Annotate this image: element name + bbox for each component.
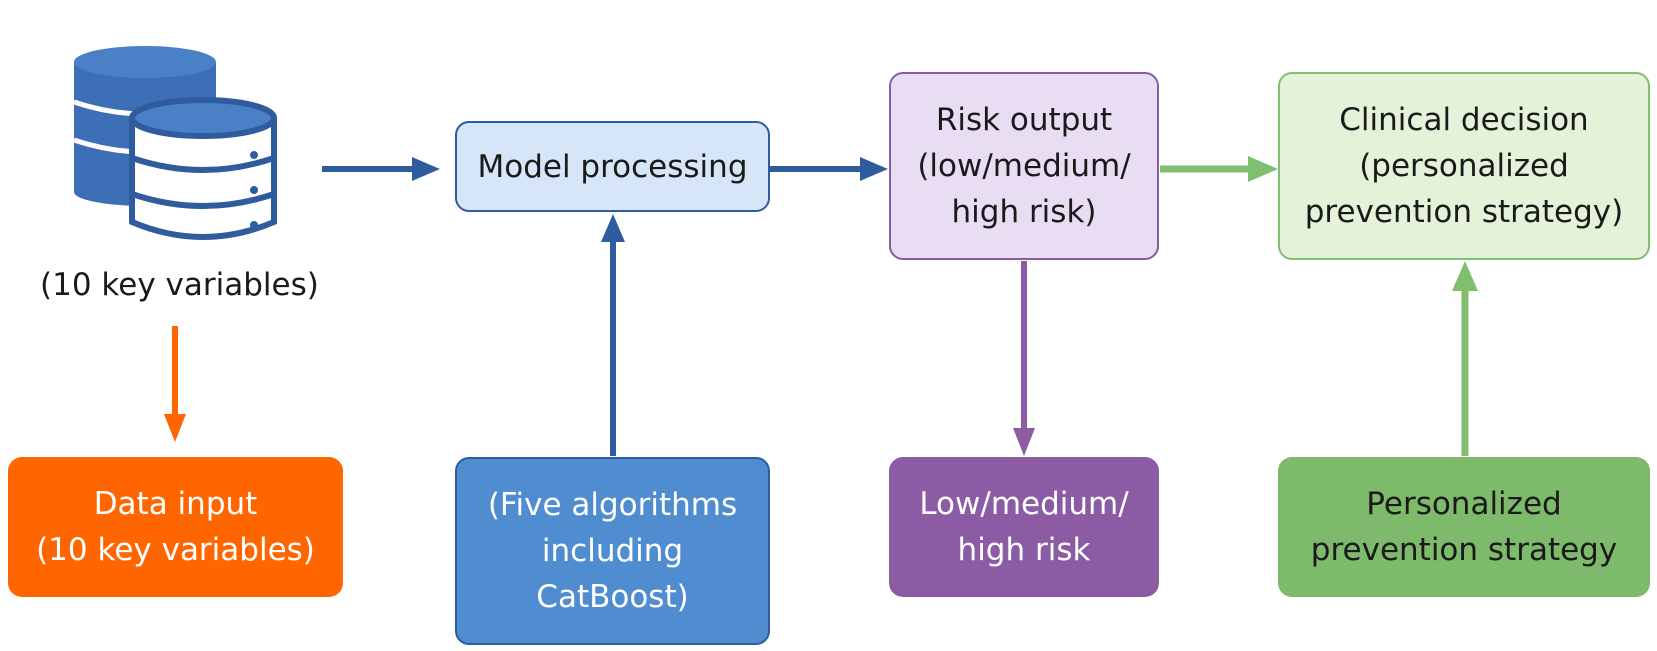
prevention-strategy-box: Personalized prevention strategy [1278,457,1650,597]
risk-levels-box: Low/medium/ high risk [889,457,1159,597]
algorithms-line-1: (Five algorithms [487,487,738,523]
arrow-strategy-to-decision [1452,261,1478,456]
model-processing-label: Model processing [477,148,748,185]
algorithms-box: (Five algorithms including CatBoost) [455,457,770,645]
risk-output-line-3: high risk) [951,194,1097,230]
clinical-decision-line-1: Clinical decision [1339,102,1589,138]
arrow-risk-to-decision [1160,156,1278,182]
data-input-line-1: Data input [93,486,258,522]
risk-output-line-2: (low/medium/ [917,148,1131,184]
clinical-decision-box: Clinical decision (personalized preventi… [1278,72,1650,260]
arrow-db-to-input [164,326,186,442]
risk-levels-line-1: Low/medium/ [919,486,1129,522]
model-processing-box: Model processing [455,121,770,212]
arrow-algorithms-to-model [601,214,625,456]
database-cylinder-front [129,97,277,240]
algorithms-line-2: including [541,533,684,569]
arrow-risk-to-levels [1013,261,1035,456]
arrow-db-to-model [322,157,440,181]
database-caption: (10 key variables) [40,267,319,303]
algorithms-line-3: CatBoost) [536,579,689,615]
prevention-strategy-line-2: prevention strategy [1310,532,1618,568]
arrow-model-to-risk [770,157,888,181]
clinical-decision-line-3: prevention strategy) [1304,194,1624,230]
risk-levels-line-2: high risk [957,532,1091,568]
clinical-decision-line-2: (personalized [1359,148,1569,184]
risk-output-line-1: Risk output [935,102,1113,138]
database-stack-icon [73,46,277,240]
data-input-line-2: (10 key variables) [36,532,315,568]
prevention-strategy-line-1: Personalized [1366,486,1562,522]
data-input-box: Data input (10 key variables) [8,457,343,597]
risk-output-box: Risk output (low/medium/ high risk) [889,72,1159,260]
